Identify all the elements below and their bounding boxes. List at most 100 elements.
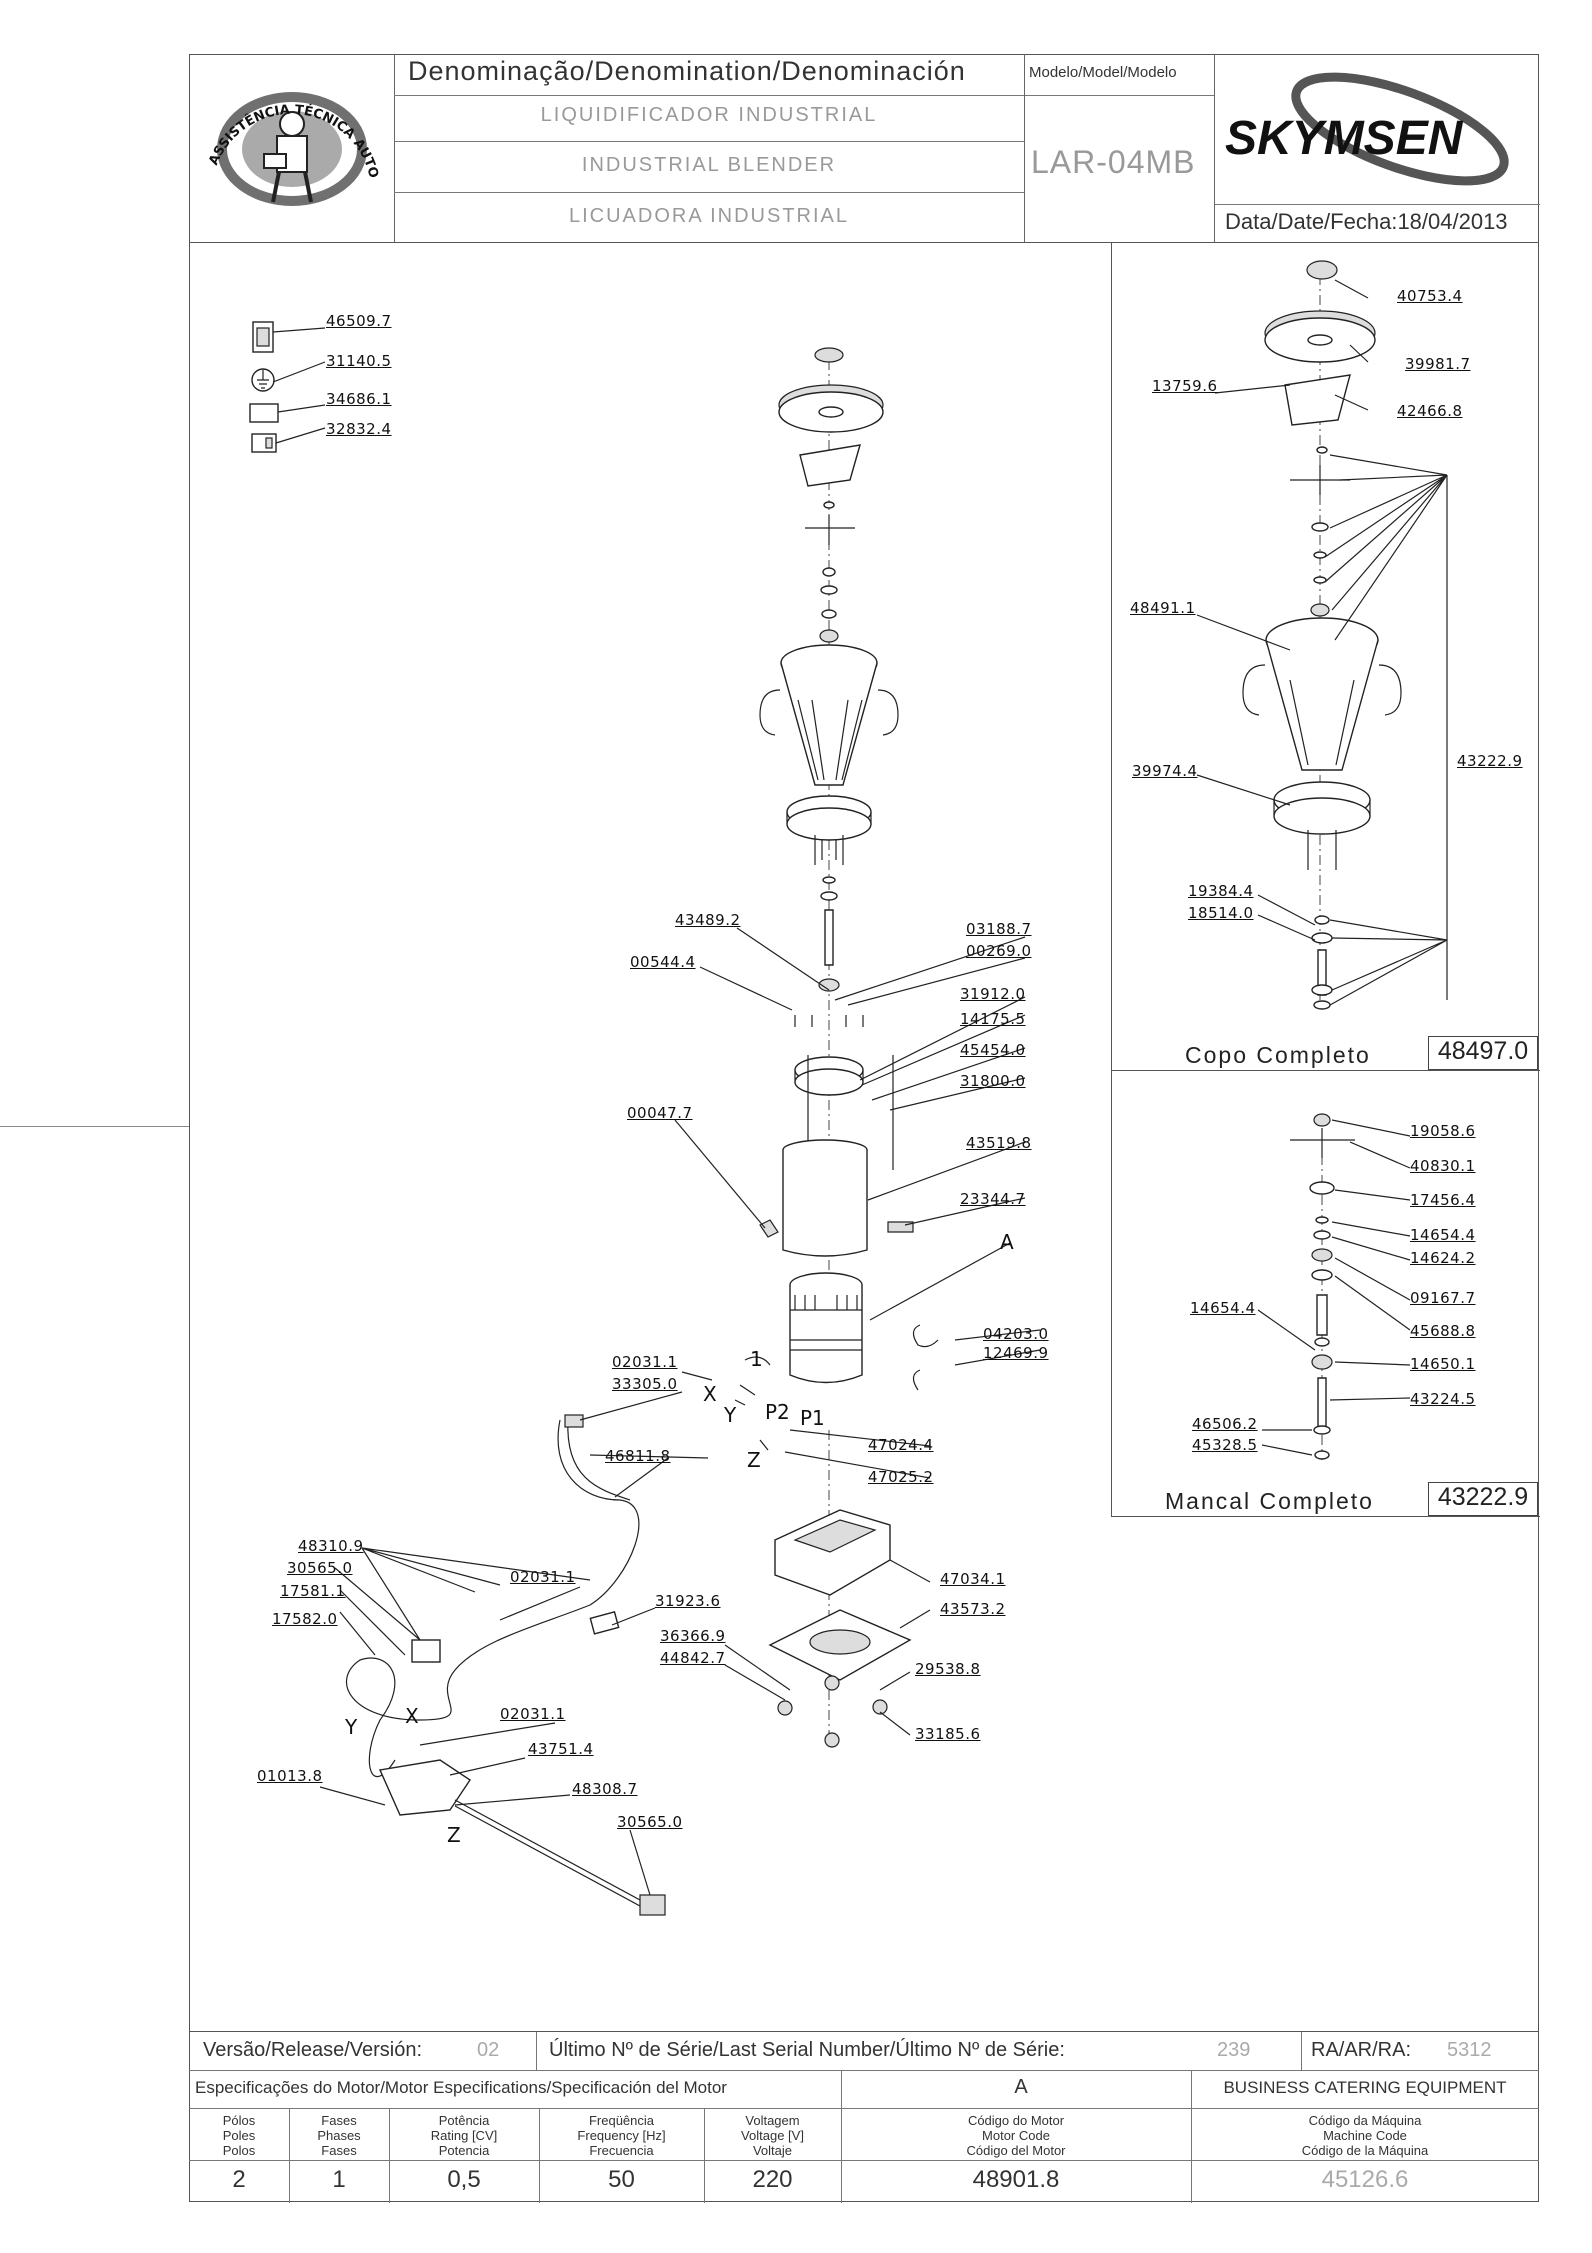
part-number-label: 42466.8 bbox=[1397, 402, 1463, 420]
motor-cover bbox=[759, 1139, 914, 1257]
part-number-label: 09167.7 bbox=[1410, 1289, 1476, 1307]
version-value: 02 bbox=[477, 2039, 500, 2061]
mancal-code: 43222.9 bbox=[1428, 1482, 1538, 1516]
wire-letter: Z bbox=[747, 1448, 761, 1472]
motor-callout-letter: A bbox=[1000, 1230, 1014, 1254]
spec-value-frequency: 50 bbox=[608, 2166, 635, 2193]
date-caption: Data/Date/Fecha: bbox=[1225, 209, 1398, 234]
spec-value-voltage: 220 bbox=[752, 2166, 793, 2193]
copo-art bbox=[1242, 260, 1448, 1010]
part-number-label: 13759.6 bbox=[1152, 377, 1218, 395]
part-number-label: 00269.0 bbox=[966, 942, 1032, 960]
part-number-label: 39974.4 bbox=[1132, 762, 1198, 780]
part-number-label: 00047.7 bbox=[627, 1104, 693, 1122]
main-shaft bbox=[818, 876, 840, 992]
part-number-label: 48310.9 bbox=[298, 1537, 364, 1555]
part-number-label: 33305.0 bbox=[612, 1375, 678, 1393]
part-number-label: 04203.0 bbox=[983, 1325, 1049, 1343]
part-number-label: 01013.8 bbox=[257, 1767, 323, 1785]
seal-logo: ASSISTÊNCIA TÉCNICA AUTORIZADA bbox=[184, 43, 381, 206]
business-label: BUSINESS CATERING EQUIPMENT bbox=[1223, 2078, 1507, 2097]
product-name-en: INDUSTRIAL BLENDER bbox=[581, 154, 837, 176]
copo-panel bbox=[1111, 242, 1540, 1071]
wire-letter: X bbox=[703, 1382, 717, 1406]
assistance-seal: ASSISTÊNCIA TÉCNICA AUTORIZADA bbox=[184, 43, 395, 242]
part-number-label: 48491.1 bbox=[1130, 599, 1196, 617]
date-value: 18/04/2013 bbox=[1397, 209, 1508, 234]
part-number-label: 43222.9 bbox=[1457, 752, 1523, 770]
part-number-label: 14654.4 bbox=[1410, 1226, 1476, 1244]
part-number-label: 45688.8 bbox=[1410, 1322, 1476, 1340]
spec-value-phases: 1 bbox=[332, 2166, 346, 2193]
wire-letter: Z bbox=[447, 1823, 461, 1847]
wire-letter: Y bbox=[724, 1403, 737, 1427]
main-cup bbox=[759, 644, 899, 865]
wire-letter: 1 bbox=[750, 1347, 763, 1371]
mancal-title: Mancal Completo bbox=[1165, 1488, 1374, 1514]
part-number-label: 43519.8 bbox=[966, 1134, 1032, 1152]
part-number-label: 19384.4 bbox=[1188, 882, 1254, 900]
part-number-label: 30565.0 bbox=[287, 1559, 353, 1577]
part-number-label: 40830.1 bbox=[1410, 1157, 1476, 1175]
margin-line bbox=[0, 1126, 189, 1127]
part-number-label: 17456.4 bbox=[1410, 1191, 1476, 1209]
mancal-art bbox=[1290, 1113, 1355, 1460]
part-number-label: 31140.5 bbox=[326, 352, 392, 370]
main-lid bbox=[778, 347, 884, 643]
part-number-label: 14654.4 bbox=[1190, 1299, 1256, 1317]
part-number-label: 40753.4 bbox=[1397, 287, 1463, 305]
denomination-label: Denominação/Denomination/Denominación bbox=[408, 56, 966, 86]
part-number-label: 00544.4 bbox=[630, 953, 696, 971]
model-code: LAR-04MB bbox=[1031, 144, 1196, 180]
leader-lines bbox=[272, 279, 1411, 1896]
part-number-label: 43489.2 bbox=[675, 911, 741, 929]
wiring bbox=[345, 1414, 666, 1916]
drawing-frame bbox=[189, 54, 1539, 2202]
part-number-label: 47034.1 bbox=[940, 1570, 1006, 1588]
serial-value: 239 bbox=[1217, 2039, 1251, 2061]
version-label: Versão/Release/Versión: bbox=[203, 2039, 423, 2061]
motor-top-ring bbox=[794, 1015, 894, 1170]
part-number-label: 17582.0 bbox=[272, 1610, 338, 1628]
wire-letter: Y bbox=[345, 1715, 358, 1739]
product-name-es: LICUADORA INDUSTRIAL bbox=[568, 205, 850, 227]
part-number-label: 43224.5 bbox=[1410, 1390, 1476, 1408]
part-number-label: 14624.2 bbox=[1410, 1249, 1476, 1267]
part-number-label: 31923.6 bbox=[655, 1592, 721, 1610]
footer-block: Versão/Release/Versión: 02 Último Nº de … bbox=[189, 2031, 1539, 2203]
ra-label: RA/AR/RA: bbox=[1311, 2039, 1412, 2061]
part-number-label: 44842.7 bbox=[660, 1649, 726, 1667]
part-number-label: 30565.0 bbox=[617, 1813, 683, 1831]
ra-value: 5312 bbox=[1447, 2039, 1492, 2061]
copo-title: Copo Completo bbox=[1185, 1042, 1371, 1068]
part-number-label: 32832.4 bbox=[326, 420, 392, 438]
model-label: Modelo/Model/Modelo bbox=[1029, 64, 1177, 81]
copo-code: 48497.0 bbox=[1428, 1036, 1538, 1070]
motor-spec-label: Especificações do Motor/Motor Especifica… bbox=[195, 2078, 727, 2097]
part-number-label: 31800.0 bbox=[960, 1072, 1026, 1090]
part-number-label: 48308.7 bbox=[572, 1780, 638, 1798]
part-number-label: 02031.1 bbox=[612, 1353, 678, 1371]
part-number-label: 45328.5 bbox=[1192, 1436, 1258, 1454]
part-number-label: 36366.9 bbox=[660, 1627, 726, 1645]
part-number-label: 43573.2 bbox=[940, 1600, 1006, 1618]
part-number-label: 33185.6 bbox=[915, 1725, 981, 1743]
wire-letter: P2 bbox=[765, 1400, 790, 1424]
wire-letter: P1 bbox=[800, 1406, 825, 1430]
part-number-label: 29538.8 bbox=[915, 1660, 981, 1678]
part-number-label: 46811.8 bbox=[605, 1447, 671, 1465]
serial-label: Último Nº de Série/Last Serial Number/Úl… bbox=[549, 2039, 1065, 2061]
brand-text: SKYMSEN bbox=[1225, 112, 1464, 165]
spec-value-poles: 2 bbox=[232, 2166, 246, 2193]
part-number-label: 02031.1 bbox=[500, 1705, 566, 1723]
label-icons bbox=[249, 321, 279, 453]
title-block: ASSISTÊNCIA TÉCNICA AUTORIZADA Denominaç… bbox=[184, 43, 1540, 243]
mancal-panel bbox=[1111, 1070, 1540, 1517]
part-number-label: 47024.4 bbox=[868, 1436, 934, 1454]
